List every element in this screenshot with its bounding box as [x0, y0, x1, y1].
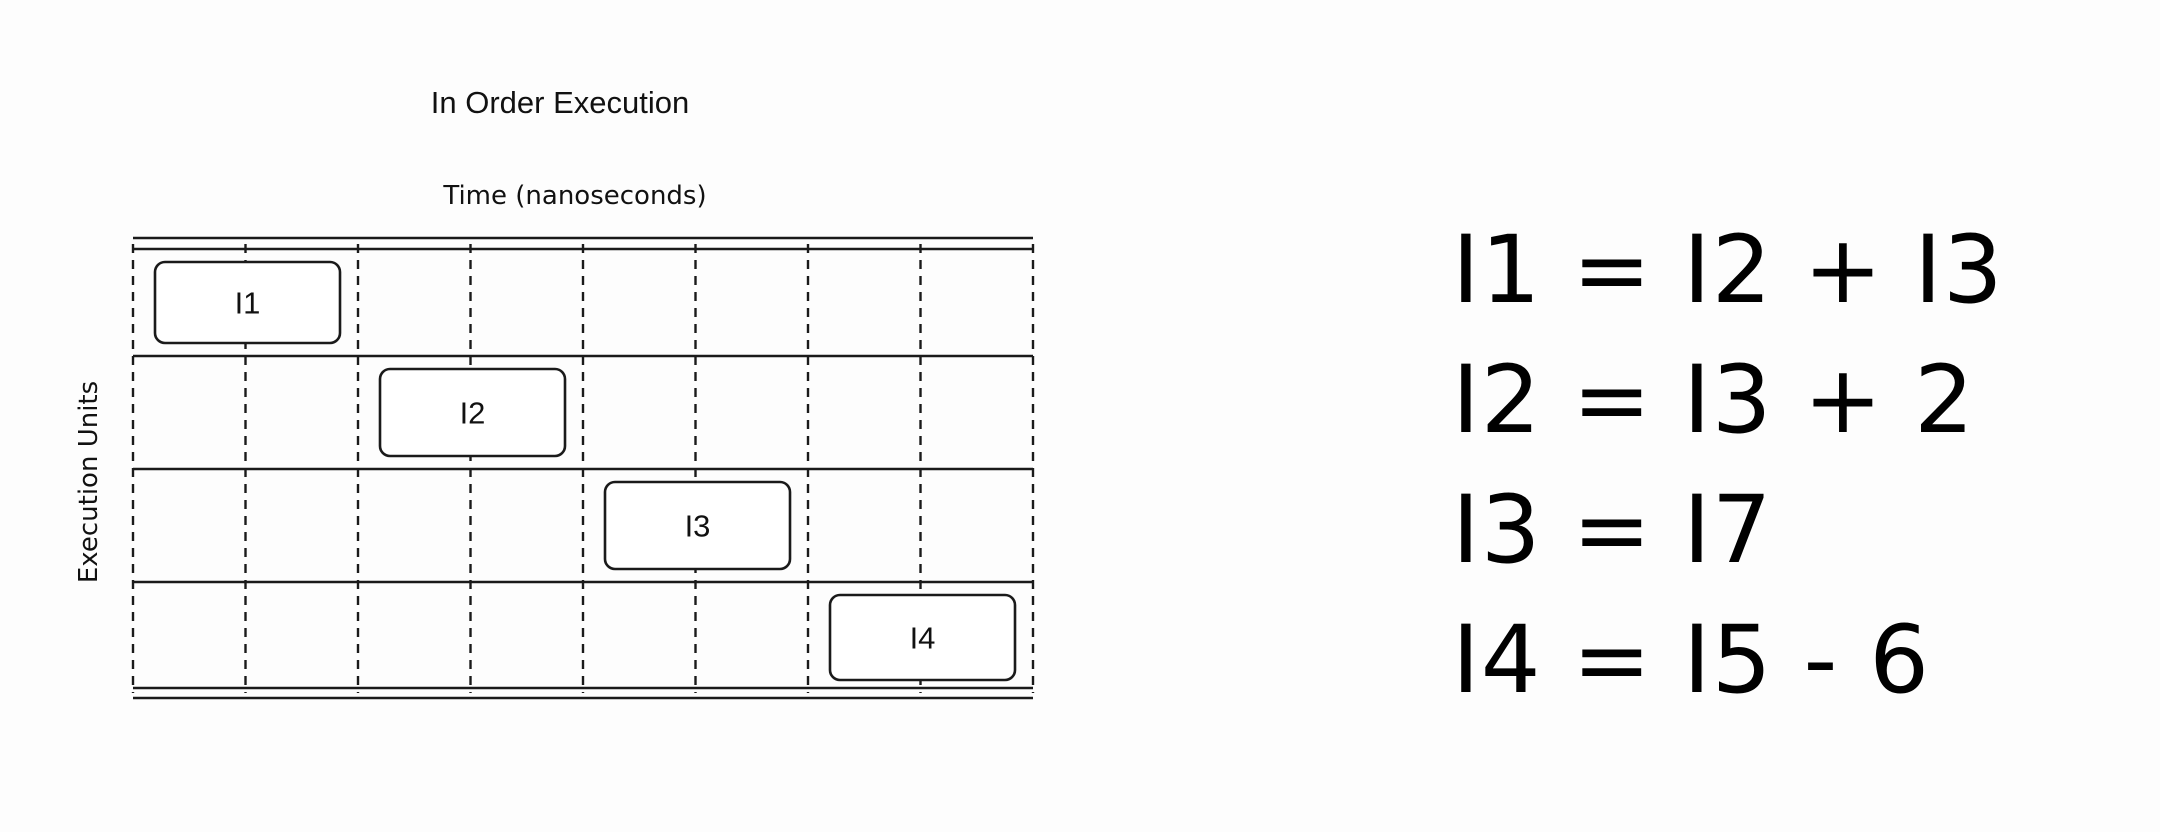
- equation-list: I1 = I2 + I3 I2 = I3 + 2 I3 = I7 I4 = I5 - …: [1452, 206, 2004, 726]
- task-label: I3: [685, 509, 711, 544]
- task-label: I1: [235, 286, 261, 321]
- equation-line: I1 = I2 + I3: [1452, 216, 2004, 325]
- task-label: I2: [460, 396, 486, 431]
- y-axis-label: Execution Units: [74, 381, 104, 583]
- task-box: [378, 367, 567, 458]
- timeline-grid: [131, 236, 1035, 700]
- task-block-i1: I1: [153, 260, 342, 345]
- task-box: [603, 480, 792, 571]
- execution-timeline-diagram: In Order Execution Time (nanoseconds) Ex…: [74, 85, 1035, 700]
- task-box: [828, 593, 1017, 682]
- task-block-i3: I3: [603, 480, 792, 571]
- equation-line: I2 = I3 + 2: [1452, 346, 1975, 455]
- x-axis-label: Time (nanoseconds): [442, 181, 706, 211]
- task-block-i2: I2: [378, 367, 567, 458]
- task-box: [153, 260, 342, 345]
- equation-line: I3 = I7: [1452, 476, 1773, 585]
- task-block-i4: I4: [828, 593, 1017, 682]
- diagram-title: In Order Execution: [431, 85, 689, 120]
- equation-line: I4 = I5 - 6: [1452, 606, 1931, 715]
- task-label: I4: [910, 621, 936, 656]
